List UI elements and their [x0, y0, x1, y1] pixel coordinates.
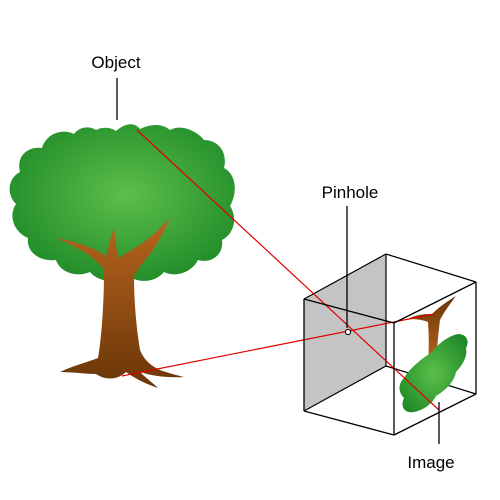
pinhole-label: Pinhole: [322, 183, 379, 202]
object-label: Object: [91, 53, 140, 72]
box-edge: [303, 298, 395, 324]
image-label: Image: [407, 453, 454, 472]
box-edge: [393, 393, 477, 436]
pinhole-aperture: [344, 328, 352, 336]
light-rays: [121, 129, 440, 411]
image-foliage: [399, 334, 468, 413]
inverted-tree-icon: [399, 296, 468, 413]
box-edge: [385, 253, 477, 283]
image-trunk: [406, 296, 456, 364]
box-edge: [303, 365, 387, 412]
box-edge: [393, 281, 477, 324]
ray-bottom: [121, 313, 435, 377]
tree-icon: [9, 124, 235, 388]
box-front-edges: [303, 281, 477, 436]
box-edge: [303, 410, 395, 436]
ray-top: [136, 129, 440, 411]
box-edge: [303, 253, 387, 300]
tree-trunk: [56, 218, 184, 388]
pinhole-camera-box: [303, 253, 477, 412]
